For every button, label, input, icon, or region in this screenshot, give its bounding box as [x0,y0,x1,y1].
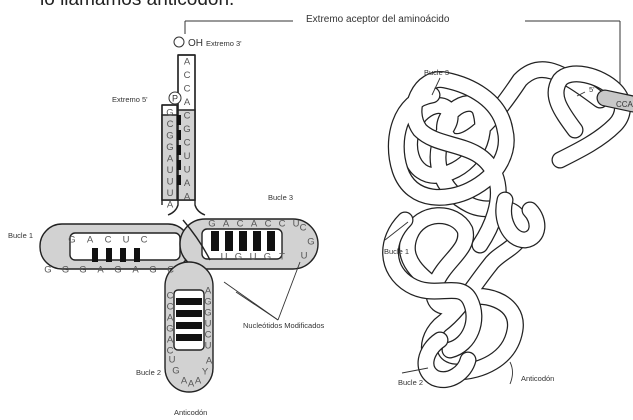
modified-nucleotides-label: Nucleótidos Modificados [243,321,325,330]
nucleotide: U [167,188,174,199]
nucleotide: U [123,235,130,246]
nucleotide: C [105,235,112,246]
loop2-label: Bucle 2 [136,368,161,377]
nucleotide: U [184,151,191,162]
loop3-label: Bucle 3 [268,193,293,202]
nucleotide: A [195,376,202,387]
cca-3d-label: CCA [616,100,633,109]
nucleotide: G [183,124,190,135]
oh-label: OH [188,38,203,49]
nucleotide: G [62,265,69,276]
loop3-3d-label: Bucle 3 [424,68,449,77]
nucleotide: U [205,341,212,352]
nucleotide: G [44,265,51,276]
loop2-3d-label: Bucle 2 [398,378,423,387]
nucleotide: U [167,177,174,188]
nucleotide: G [172,366,179,377]
nucleotide: G [166,131,173,142]
nucleotide: C [184,70,191,81]
nucleotide: G [204,297,211,308]
nucleotide: G [264,252,271,263]
nucleotide: A [184,178,191,189]
nucleotide: C [279,219,286,230]
end3-label: Extremo 3' [206,39,242,48]
nucleotide: G [307,237,314,248]
nucleotide: A [223,219,230,230]
phosphate-label: P [172,94,178,104]
nucleotide: A [205,286,212,297]
nucleotide: C [167,302,174,313]
nucleotide: Y [202,367,209,378]
nucleotide: C [167,119,174,130]
nucleotide: A [206,356,213,367]
nucleotide: A [184,57,191,68]
nucleotide: U [293,219,300,230]
cloverleaf-outline [40,55,318,392]
nucleotide: A [188,379,195,390]
nucleotide: T [279,252,285,263]
nucleotide: A [132,265,139,276]
nucleotide: G [114,265,121,276]
nucleotide: G [166,142,173,153]
acceptor-end-label: Extremo aceptor del aminoácido [306,14,450,25]
nucleotide: G [235,252,242,263]
loop1-label: Bucle 1 [8,231,33,240]
nucleotide: U [221,252,228,263]
nucleotide: C [167,291,174,302]
end5-label: Extremo 5' [112,95,148,104]
trna-3d-structure [391,70,633,380]
nucleotide: G [204,308,211,319]
nucleotide: A [167,154,174,165]
nucleotide: G [166,108,173,119]
end5-3d-label: 5' [589,85,595,94]
anticodon-label: Anticodón [174,408,207,417]
nucleotide: A [184,192,191,203]
nucleotide: C [205,330,212,341]
phosphate-group: P [169,92,181,104]
nucleotide: C [141,235,148,246]
nucleotide: A [87,235,94,246]
anticodon-3d-label: Anticodón [521,374,554,383]
nucleotide: A [167,313,174,324]
nucleotide: C [184,84,191,95]
nucleotide: A [97,265,104,276]
nucleotide: A [167,200,174,211]
nucleotide: G [166,324,173,335]
nucleotide: U [184,165,191,176]
nucleotide: U [205,319,212,330]
acceptor-3prime-sequence: ACCACGCUUAA [183,57,191,203]
nucleotide: A [181,376,188,387]
nucleotide: C [300,223,307,234]
nucleotide: A [184,97,191,108]
nucleotide: G [149,265,156,276]
nucleotide: C [265,219,272,230]
loop1-3d-label: Bucle 1 [384,247,409,256]
nucleotide: G [68,235,75,246]
nucleotide: A [167,335,174,346]
nucleotide: A [251,219,258,230]
nucleotide: C [167,265,174,276]
nucleotide: U [167,165,174,176]
oh-group: OH [174,37,203,49]
nucleotide: U [169,355,176,366]
nucleotide: U [301,251,308,262]
modified-nucleotide-pointers [224,262,300,320]
nucleotide: C [237,219,244,230]
nucleotide: U [250,252,257,263]
nucleotide: G [79,265,86,276]
nucleotide: C [184,111,191,122]
nucleotide: G [208,219,215,230]
nucleotide: C [184,138,191,149]
